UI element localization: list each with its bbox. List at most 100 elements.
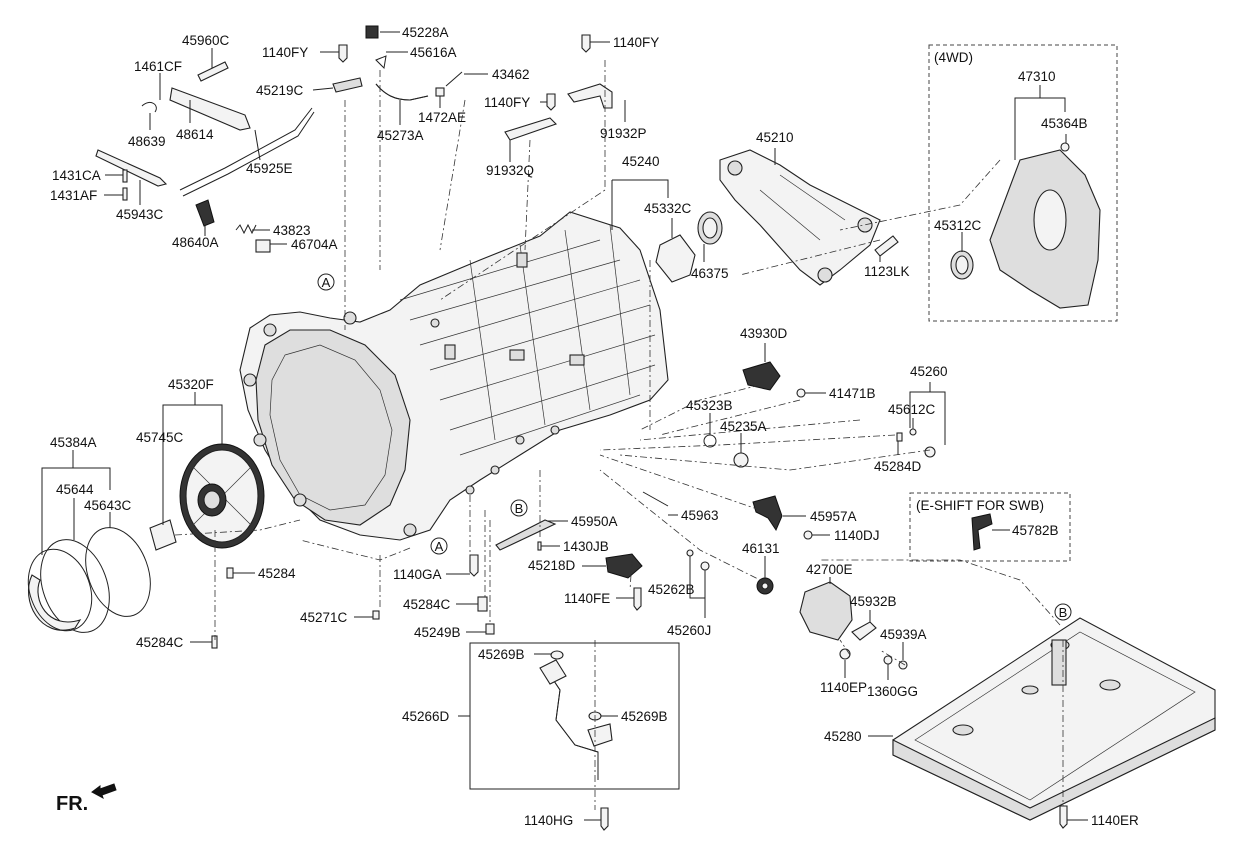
plug-45260	[924, 446, 936, 458]
label-45269B-a: 45269B	[478, 647, 525, 662]
pin-45249B	[485, 623, 495, 635]
fourwd-cover-47310	[989, 142, 1101, 309]
label-91932Q: 91932Q	[486, 163, 534, 178]
part-45262B	[686, 549, 694, 557]
label-1430JB: 1430JB	[563, 539, 609, 554]
sensor-42700E	[799, 581, 853, 641]
pin-45284-a	[226, 567, 234, 579]
pin-45271C	[372, 610, 380, 620]
label-45228A: 45228A	[402, 25, 449, 40]
oil-pan-45280	[892, 617, 1216, 821]
sensor-45228A	[365, 25, 379, 39]
label-45932B: 45932B	[850, 594, 897, 609]
svg-text:B: B	[1059, 605, 1068, 620]
snap-ring-45644	[40, 539, 110, 633]
bolt-1140EP	[839, 648, 851, 660]
clip-48639	[141, 102, 157, 113]
label-42700E: 42700E	[806, 562, 853, 577]
bolt-1123LK	[874, 235, 899, 257]
label-48639: 48639	[128, 134, 166, 149]
svg-text:A: A	[435, 539, 444, 554]
label-43930D: 43930D	[740, 326, 788, 341]
label-1140ER: 1140ER	[1091, 813, 1139, 828]
pin-45960C	[197, 61, 229, 82]
shaft-45943C	[95, 149, 168, 187]
sleeve-45332C	[655, 234, 696, 283]
label-45963: 45963	[681, 508, 719, 523]
label-45280: 45280	[824, 729, 862, 744]
label-45364B: 45364B	[1041, 116, 1088, 131]
label-45273A: 45273A	[377, 128, 424, 143]
bolt-1140FY-b	[546, 93, 556, 111]
front-arrow-icon	[91, 783, 117, 800]
callout-a-bottom: A	[430, 537, 448, 555]
label-45218D: 45218D	[528, 558, 576, 573]
bracket-48640A	[195, 199, 215, 227]
svg-text:B: B	[515, 501, 524, 516]
label-45271C: 45271C	[300, 610, 348, 625]
oring-45269B-a	[550, 650, 564, 660]
label-45332C: 45332C	[644, 201, 692, 216]
label-91932P: 91932P	[600, 126, 647, 141]
label-45782B: 45782B	[1012, 523, 1059, 538]
label-43462: 43462	[492, 67, 530, 82]
label-1140FY-b: 1140FY	[484, 95, 530, 110]
bracket-45950A	[495, 519, 557, 551]
rod-45963	[642, 491, 669, 507]
label-45269B-b: 45269B	[621, 709, 668, 724]
label-47310: 47310	[1018, 69, 1056, 84]
label-45384A: 45384A	[50, 435, 97, 450]
label-1140HG: 1140HG	[524, 813, 573, 828]
label-45210: 45210	[756, 130, 794, 145]
bolt-1140HG	[600, 807, 609, 831]
label-1140FY-a: 1140FY	[262, 45, 308, 60]
eshift-box-title: (E-SHIFT FOR SWB)	[916, 498, 1044, 513]
oil-tube-45266D	[547, 671, 599, 780]
label-48640A: 48640A	[172, 235, 219, 250]
pin-45284C-a	[211, 635, 218, 649]
label-45323B: 45323B	[686, 398, 733, 413]
label-45943C: 45943C	[116, 207, 164, 222]
callout-b-middle: B	[510, 499, 528, 517]
label-45219C: 45219C	[256, 83, 304, 98]
label-48614: 48614	[176, 127, 214, 142]
pin-1430JB	[537, 541, 542, 551]
label-45950A: 45950A	[571, 514, 618, 529]
transmission-case	[239, 211, 669, 541]
bracket-91932Q	[504, 117, 558, 141]
label-45643C: 45643C	[84, 498, 132, 513]
bracket-45932B	[851, 621, 877, 641]
pin-1431AF	[122, 187, 128, 201]
front-direction-marker: FR.	[56, 783, 117, 815]
eshift-box	[909, 492, 1071, 562]
bolt-1140FY-c	[581, 34, 591, 53]
label-1140DJ: 1140DJ	[834, 528, 880, 543]
label-1461CF: 1461CF	[134, 59, 182, 74]
label-1123LK: 1123LK	[864, 264, 910, 279]
fourwd-box	[928, 44, 1118, 322]
bolt-1140FE	[633, 587, 642, 611]
label-41471B: 41471B	[829, 386, 876, 401]
label-1140EP: 1140EP	[820, 680, 867, 695]
label-45745C: 45745C	[136, 430, 184, 445]
bracket-91932P	[567, 83, 613, 109]
lever-48614	[169, 87, 251, 131]
label-46704A: 46704A	[291, 237, 338, 252]
plug-1472AE	[435, 87, 445, 97]
bolt-1140FY-a	[338, 44, 348, 63]
label-1431AF: 1431AF	[50, 188, 97, 203]
bracket-45957A	[752, 495, 783, 532]
callout-b-pan: B	[1054, 603, 1072, 621]
label-45312C: 45312C	[934, 218, 982, 233]
label-45960C: 45960C	[182, 33, 230, 48]
label-45644: 45644	[56, 482, 94, 497]
spring-43823	[235, 223, 257, 235]
label-45284C-a: 45284C	[136, 635, 184, 650]
label-45284-a: 45284	[258, 566, 296, 581]
label-45284D: 45284D	[874, 459, 922, 474]
label-1140GA: 1140GA	[393, 567, 442, 582]
bracket-45219C	[332, 77, 363, 93]
label-45260: 45260	[910, 364, 948, 379]
label-45266D: 45266D	[402, 709, 450, 724]
